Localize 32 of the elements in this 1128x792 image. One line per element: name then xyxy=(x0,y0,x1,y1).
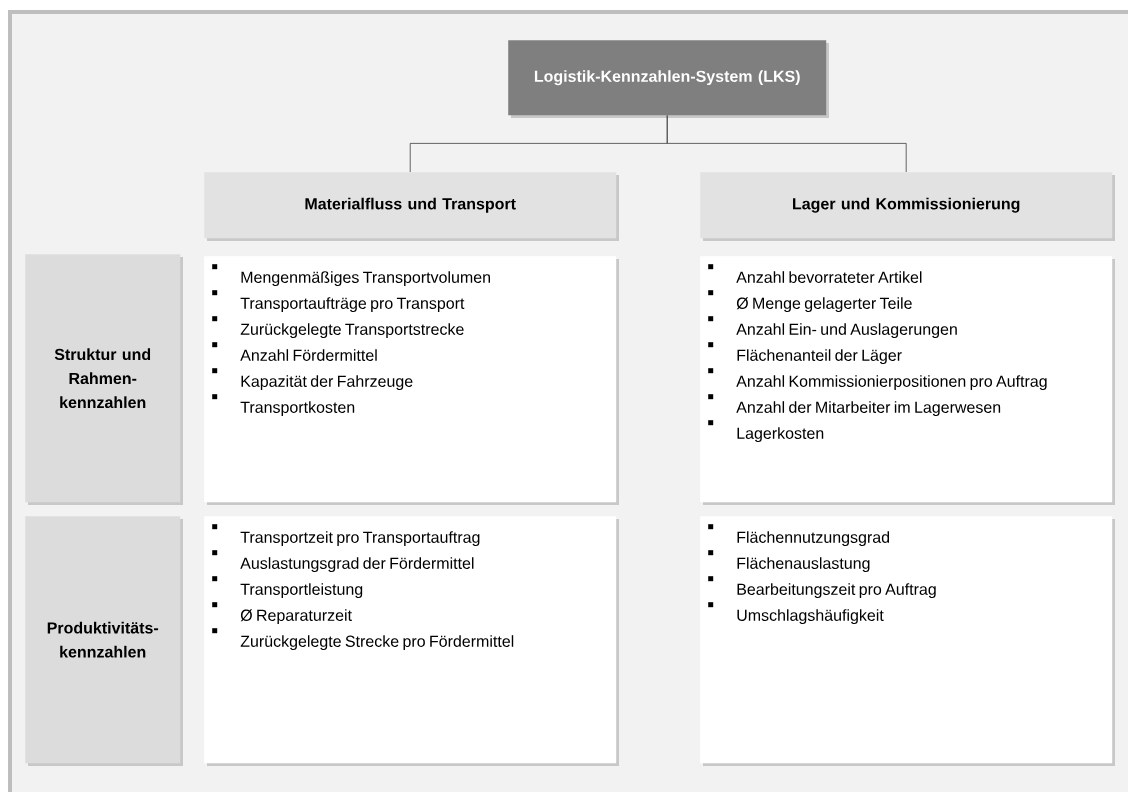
list-item: Anzahl Ein- und Auslagerungen xyxy=(736,323,957,339)
list-box xyxy=(700,516,1115,766)
list-item: Transportkosten xyxy=(240,401,355,417)
list-item: Kapazität der Fahrzeuge xyxy=(241,375,413,391)
list-item: Anzahl Fördermittel xyxy=(240,349,377,361)
list-item: Anzahl Kommissionierpositionen pro Auftrag xyxy=(736,375,1047,391)
list-item: Mengenmäßiges Transportvolumen xyxy=(241,271,490,287)
list-item: Transportaufträge pro Transport xyxy=(240,297,465,313)
connector-line xyxy=(666,115,907,173)
row-header-box: Produktivitäts-kennzahlen xyxy=(25,516,183,766)
list-item: Auslastungsgrad der Fördermittel xyxy=(240,557,474,573)
list-item: Zurückgelegte Transportstrecke xyxy=(240,323,464,339)
list-item: Transportzeit pro Transportauftrag xyxy=(240,531,480,547)
list-item: Zurückgelegte Strecke pro Fördermittel xyxy=(240,635,514,651)
list-item: Bearbeitungszeit pro Auftrag xyxy=(737,583,936,599)
list-item: Umschlagshäufigkeit xyxy=(737,609,884,625)
list-box xyxy=(204,516,619,766)
column-header-box: Materialfluss und Transport xyxy=(204,172,619,241)
list-item: Ø Reparaturzeit xyxy=(240,609,352,625)
list-item: Anzahl der Mitarbeiter im Lagerwesen xyxy=(736,401,1001,417)
list-item: Ø Menge gelagerter Teile xyxy=(736,297,912,313)
row-header-box: Struktur und Rahmen-kennzahlen xyxy=(25,254,183,505)
list-item: Flächenanteil der Läger xyxy=(737,349,902,365)
list-item: Flächennutzungsgrad xyxy=(737,531,890,547)
list-item: Transportleistung xyxy=(240,583,363,599)
title-box: Logistik-Kennzahlen-System (LKS) xyxy=(508,40,829,118)
column-header-box: Lager und Kommissionierung xyxy=(700,172,1115,241)
list-box xyxy=(204,256,619,505)
list-item: Flächenauslastung xyxy=(737,557,870,573)
list-item: Lagerkosten xyxy=(737,427,824,443)
list-box xyxy=(700,256,1115,505)
list-item: Anzahl bevorrateter Artikel xyxy=(736,271,922,283)
